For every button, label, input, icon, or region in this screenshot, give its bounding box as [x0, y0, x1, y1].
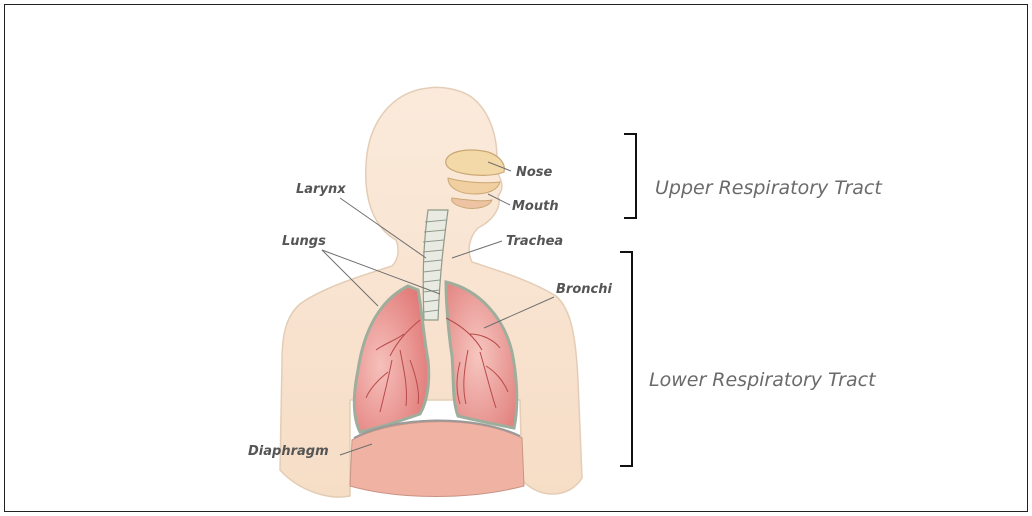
larynx-label: Larynx	[296, 182, 346, 197]
lower-respiratory-tract-label: Lower Respiratory Tract	[649, 369, 877, 391]
lungs-label: Lungs	[282, 234, 326, 249]
nose-label: Nose	[516, 165, 553, 180]
upper-respiratory-tract-label: Upper Respiratory Tract	[655, 177, 883, 199]
diaphragm-label: Diaphragm	[248, 444, 329, 459]
bronchi-label: Bronchi	[556, 282, 612, 297]
upper-tract-bracket	[624, 134, 636, 218]
mouth-label: Mouth	[512, 199, 559, 214]
trachea-label: Trachea	[506, 234, 563, 249]
diaphragm	[350, 420, 524, 496]
lower-tract-bracket	[620, 252, 632, 466]
